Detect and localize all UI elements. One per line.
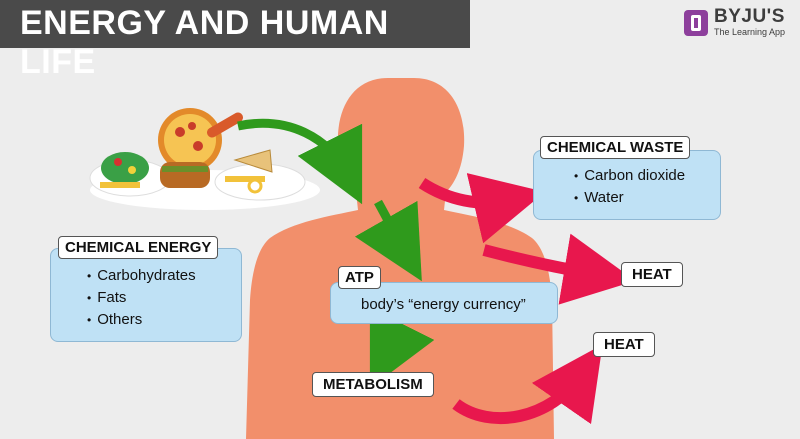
chemical-energy-box: Carbohydrates Fats Others (50, 248, 242, 342)
atp-to-metabolism-arrow (369, 307, 435, 389)
chemical-waste-label: CHEMICAL WASTE (540, 136, 691, 159)
list-item: Carbon dioxide (574, 165, 685, 187)
metabolism-label: METABOLISM (312, 372, 434, 397)
chemical-waste-list: Carbon dioxide Water (574, 165, 685, 209)
atp-label: ATP (338, 266, 381, 289)
list-item: Others (87, 309, 196, 331)
byjus-logo: BYJU'S The Learning App (682, 6, 797, 46)
heat-upper-arrow (482, 233, 636, 305)
byjus-logo-icon (684, 10, 708, 36)
list-item: Water (574, 187, 685, 209)
chemical-energy-list: Carbohydrates Fats Others (87, 265, 196, 331)
list-item: Fats (87, 287, 196, 309)
atp-box: body’s “energy currency” (330, 282, 558, 324)
chemical-waste-box: Carbon dioxide Water (533, 150, 721, 220)
food-to-body-arrow (237, 118, 363, 205)
chemical-energy-label: CHEMICAL ENERGY (58, 236, 219, 259)
logo-name: BYJU'S (714, 6, 785, 27)
title-bar: ENERGY AND HUMAN LIFE (0, 0, 470, 81)
atp-description: body’s “energy currency” (361, 296, 526, 313)
heat-lower-arrow (452, 344, 603, 425)
heat-lower-label: HEAT (593, 332, 655, 357)
waste-arrow (418, 173, 546, 244)
heat-upper-label: HEAT (621, 262, 683, 287)
logo-tagline: The Learning App (714, 27, 786, 37)
body-to-atp-arrow (354, 199, 422, 282)
page-title: ENERGY AND HUMAN LIFE (20, 4, 389, 81)
list-item: Carbohydrates (87, 265, 195, 287)
food-illustration (89, 108, 320, 210)
